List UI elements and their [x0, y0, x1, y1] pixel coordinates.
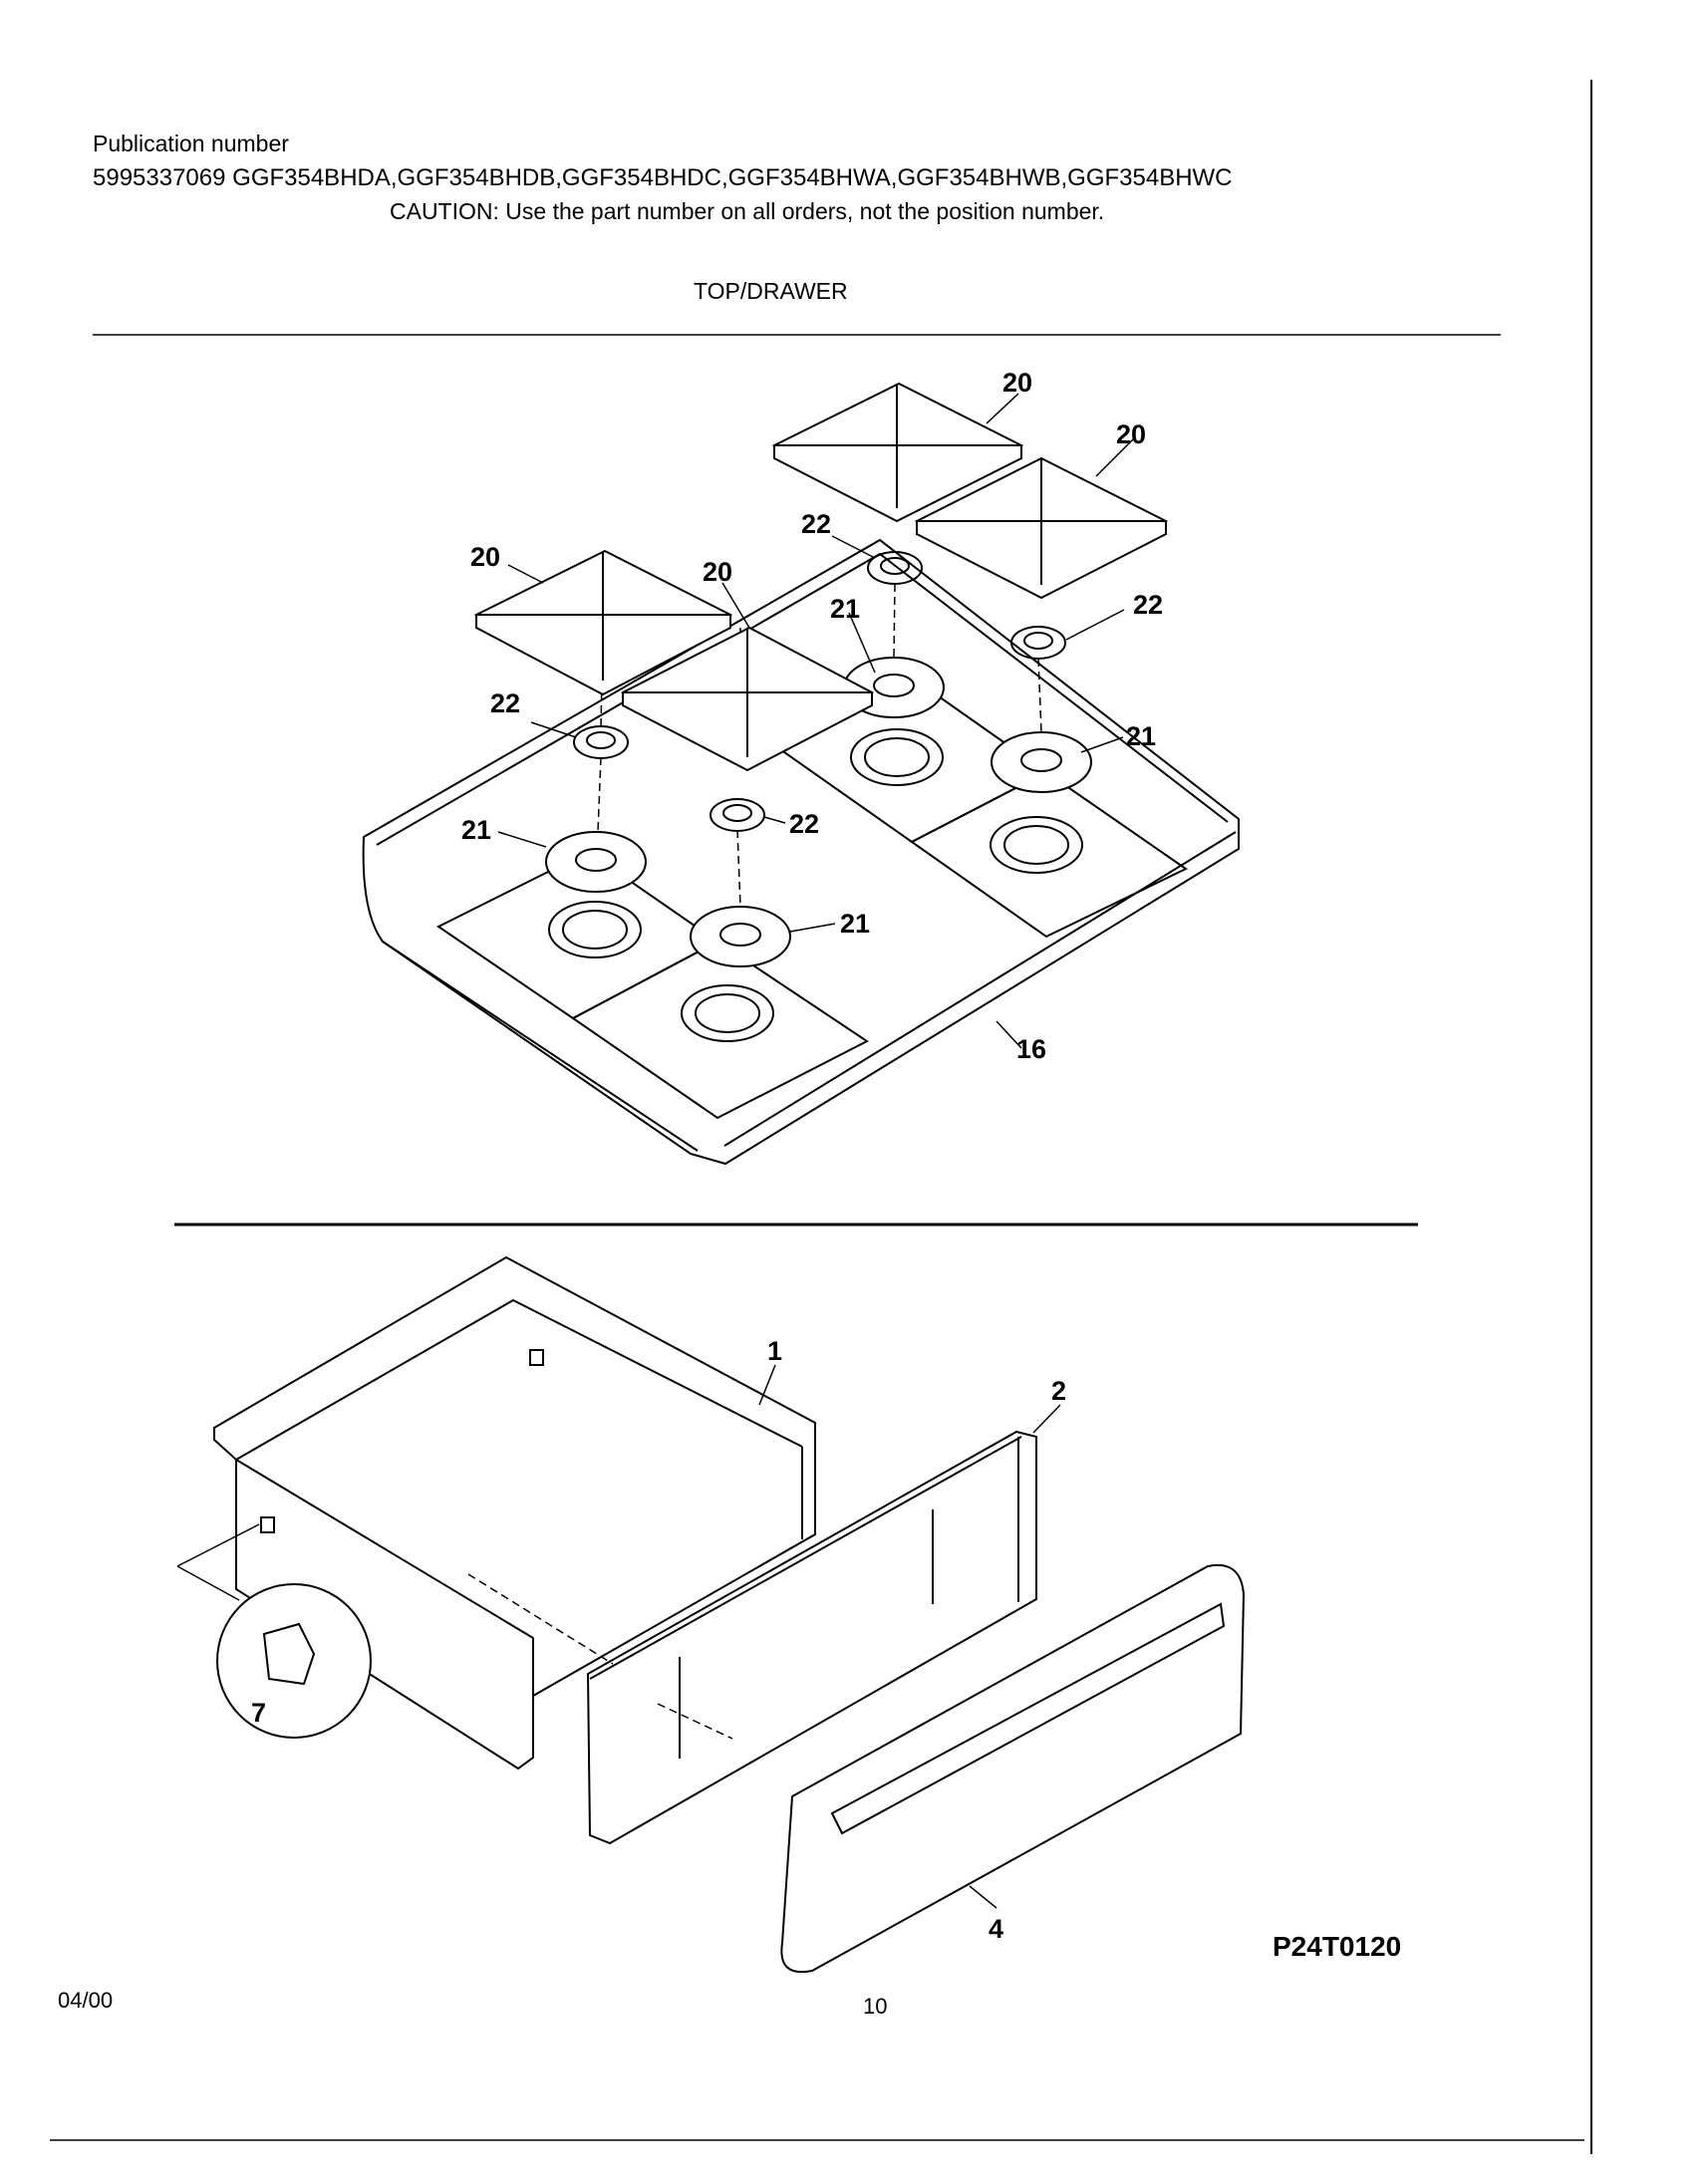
grate-20: [914, 456, 1169, 600]
callout-22: 22: [801, 509, 831, 539]
grate-20: [771, 382, 1024, 523]
cooktop-assembly: [362, 382, 1240, 1166]
callout-21: 21: [461, 815, 491, 845]
callout-labels: 20 20 20 20 22 22 22 22 21 21 21 21 16 1…: [251, 368, 1163, 1944]
burner-cap-21: [690, 906, 791, 967]
callout-21: 21: [840, 909, 870, 939]
diagram-code: P24T0120: [1273, 1931, 1402, 1962]
callout-22: 22: [490, 688, 520, 718]
callout-22: 22: [789, 809, 819, 839]
callout-2: 2: [1051, 1376, 1066, 1406]
callout-20: 20: [703, 557, 732, 587]
section-title: TOP/DRAWER: [694, 278, 848, 304]
burner-cap-21: [545, 831, 647, 893]
drawer-assembly: [176, 1255, 1246, 1974]
callout-20: 20: [470, 542, 500, 572]
drawer-front-4: [780, 1563, 1246, 1974]
callout-7: 7: [251, 1698, 266, 1728]
callout-16: 16: [1016, 1034, 1046, 1064]
grate-20: [473, 549, 733, 696]
callout-21: 21: [1126, 721, 1156, 751]
grate-20: [620, 626, 875, 772]
publication-label: Publication number: [93, 131, 289, 156]
page-number: 10: [863, 1994, 888, 2019]
burner-cap-21: [991, 731, 1092, 793]
burner-head-22: [1010, 626, 1066, 660]
callout-4: 4: [989, 1914, 1003, 1944]
roller-detail-7: [216, 1583, 372, 1739]
revision-date: 04/00: [58, 1988, 114, 2013]
callout-1: 1: [767, 1336, 782, 1366]
callout-20: 20: [1002, 368, 1032, 398]
callout-21: 21: [830, 594, 860, 624]
caution-note: CAUTION: Use the part number on all orde…: [390, 198, 1105, 224]
cooktop-16: [362, 538, 1240, 1166]
drawer-panel-2: [586, 1430, 1037, 1845]
callout-22: 22: [1133, 590, 1163, 620]
callout-20: 20: [1116, 419, 1146, 449]
publication-model-list: 5995337069 GGF354BHDA,GGF354BHDB,GGF354B…: [93, 164, 1233, 191]
